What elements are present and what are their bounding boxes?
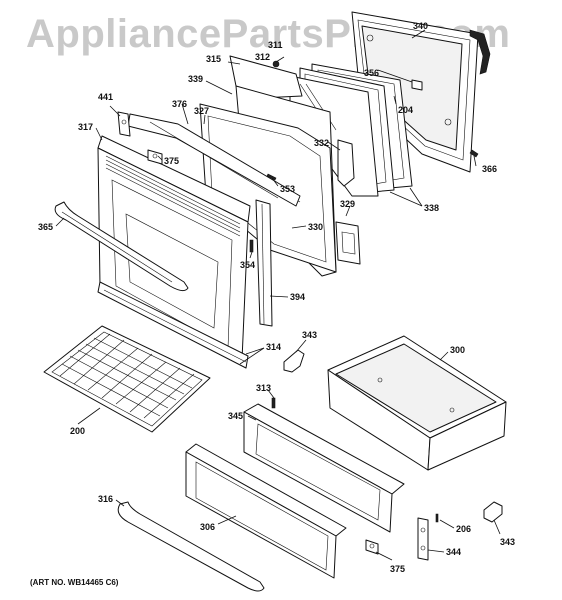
door-hinge-part [469, 29, 491, 75]
label-354: 354 [240, 260, 255, 270]
label-317: 317 [78, 122, 93, 132]
label-330: 330 [308, 222, 323, 232]
screw-312 [272, 60, 280, 68]
oven-rack-part [43, 325, 211, 433]
door-vent-slots [105, 155, 241, 237]
label-327: 327 [194, 106, 209, 116]
screw-206 [435, 513, 439, 523]
label-329: 329 [340, 199, 355, 209]
label-311: 311 [268, 40, 283, 50]
drawer-slide-part-upper [283, 349, 305, 373]
drawer-slide-part-lower [483, 501, 503, 523]
label-313: 313 [256, 383, 271, 393]
screw-366 [469, 149, 479, 158]
drawer-front-panel-part [185, 443, 347, 579]
part-labels: 340 311 312 315 356 204 339 441 376 327 … [38, 21, 515, 574]
label-376: 376 [172, 99, 187, 109]
label-332: 332 [314, 138, 329, 148]
label-353: 353 [280, 184, 295, 194]
screw-313 [271, 397, 276, 409]
label-394: 394 [290, 292, 305, 302]
drawer-rail-344 [417, 517, 429, 561]
label-306: 306 [200, 522, 215, 532]
label-314: 314 [266, 342, 281, 352]
label-344: 344 [446, 547, 461, 557]
door-channel-part [255, 199, 273, 327]
label-312: 312 [255, 52, 270, 62]
screw-354 [249, 239, 254, 253]
label-375-lower: 375 [390, 564, 405, 574]
door-bottom-trim-part [97, 281, 249, 369]
door-handle-part [54, 201, 189, 292]
leader-lines [55, 29, 501, 561]
label-316: 316 [98, 494, 113, 504]
label-338: 338 [424, 203, 439, 213]
drawer-handle-part [117, 501, 265, 592]
clip-356 [411, 79, 423, 91]
glass-retainer-part [337, 139, 355, 187]
bracket-375-lower [365, 539, 379, 555]
label-200: 200 [70, 426, 85, 436]
screw-353 [266, 173, 277, 181]
label-204: 204 [398, 105, 413, 115]
label-339: 339 [188, 74, 203, 84]
drawer-inner-panel-part [243, 403, 405, 533]
label-441: 441 [98, 92, 113, 102]
label-343-lower: 343 [500, 537, 515, 547]
label-315: 315 [206, 54, 221, 64]
hinge-bracket-441 [117, 111, 131, 137]
label-300: 300 [450, 345, 465, 355]
label-365: 365 [38, 222, 53, 232]
art-number: (ART NO. WB14465 C6) [30, 578, 119, 587]
label-345: 345 [228, 411, 243, 421]
label-375-upper: 375 [164, 156, 179, 166]
label-356: 356 [364, 68, 379, 78]
label-366: 366 [482, 164, 497, 174]
label-206: 206 [456, 524, 471, 534]
label-343-upper: 343 [302, 330, 317, 340]
bracket-375-upper [147, 149, 163, 165]
storage-drawer-part [327, 335, 507, 471]
hinge-receiver-part [335, 221, 361, 265]
label-340: 340 [413, 21, 428, 31]
